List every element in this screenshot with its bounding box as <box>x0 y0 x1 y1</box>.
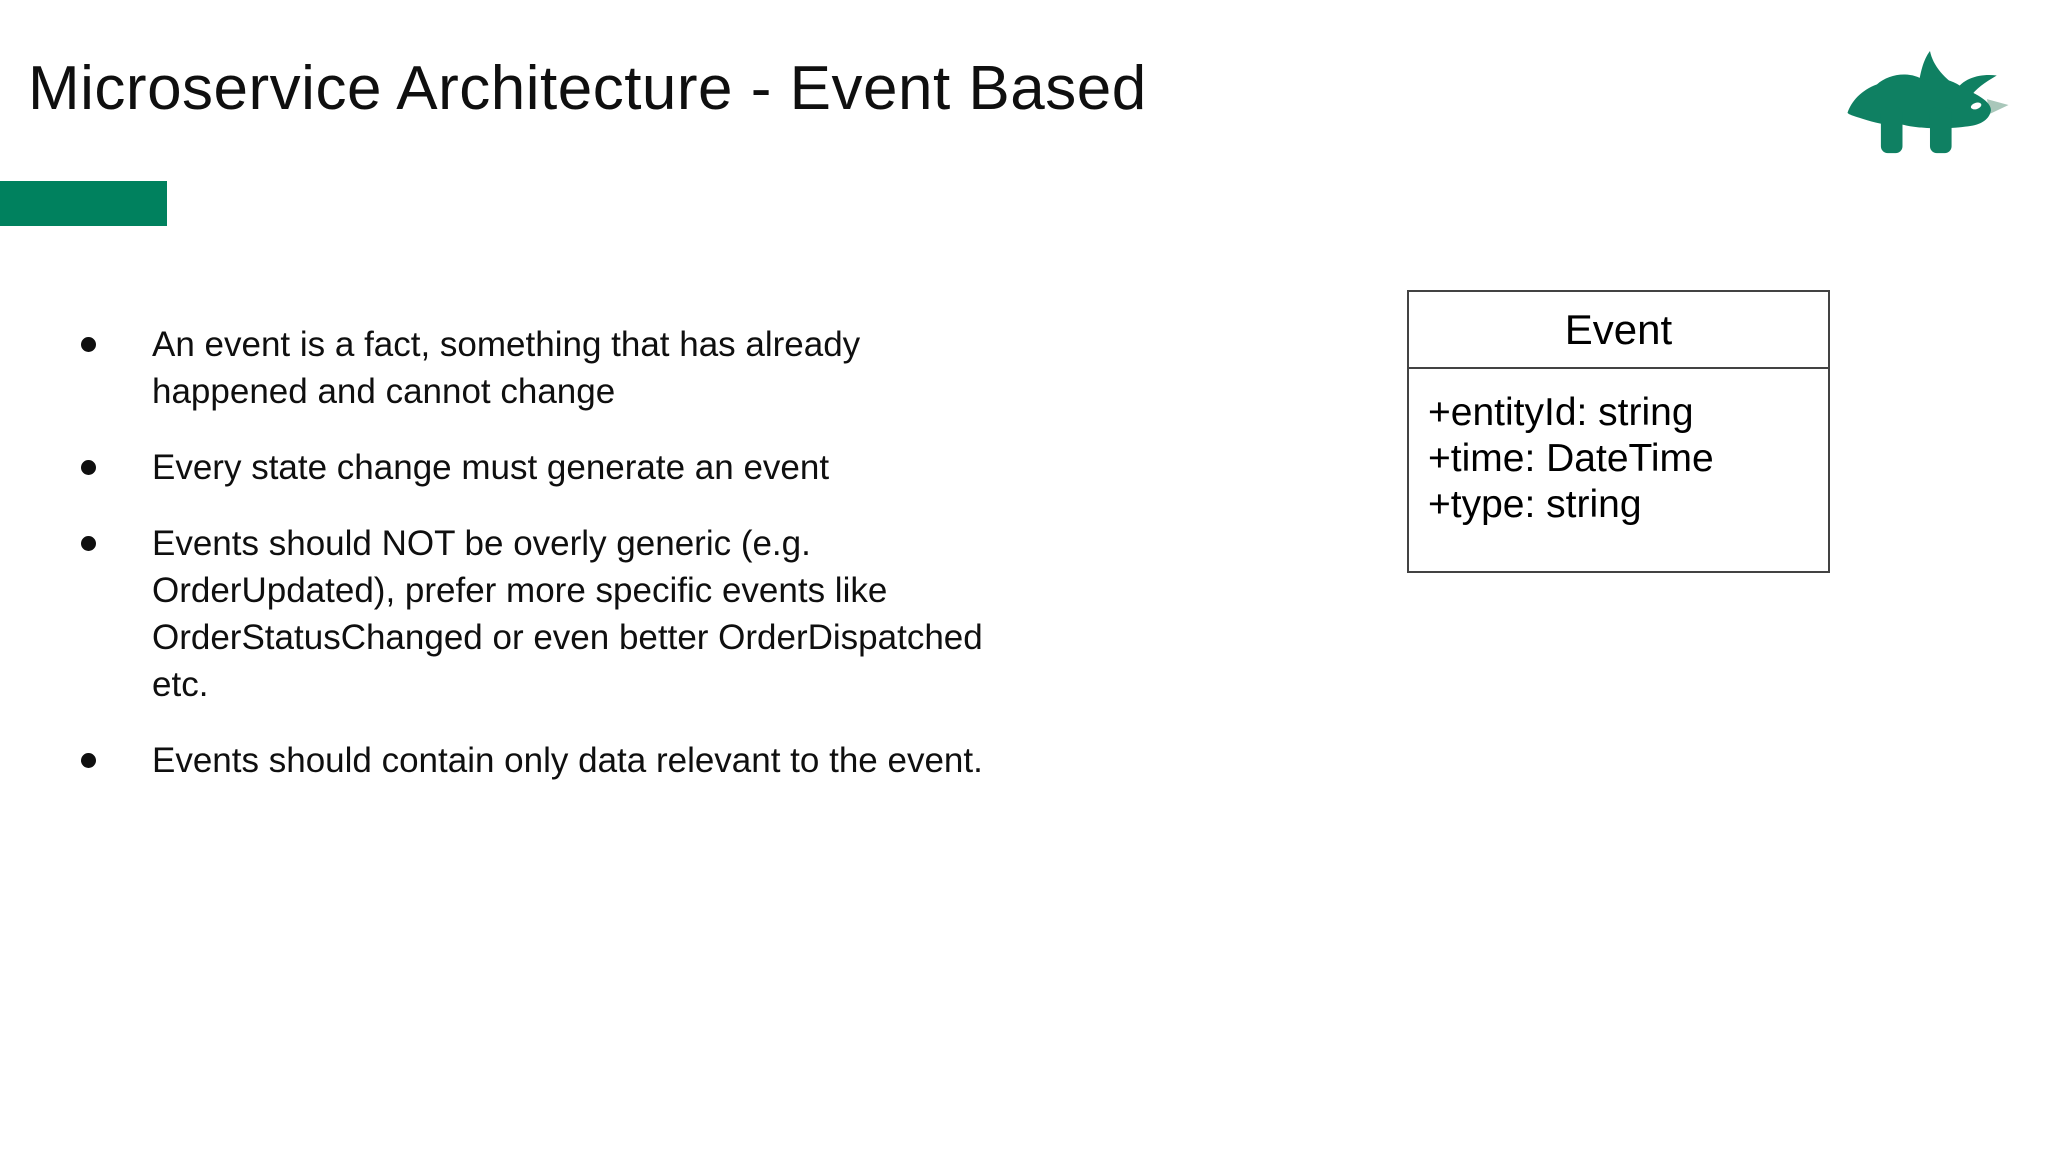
triceratops-logo-icon <box>1847 50 2009 154</box>
bullet-list: An event is a fact, something that has a… <box>81 321 1012 813</box>
bullet-item: Events should NOT be overly generic (e.g… <box>81 520 1012 708</box>
bullet-dot-icon <box>81 536 96 551</box>
bullet-dot-icon <box>81 337 96 352</box>
uml-attribute: +type: string <box>1428 483 1642 526</box>
bullet-text: Events should NOT be overly generic (e.g… <box>152 524 983 704</box>
bullet-text: Every state change must generate an even… <box>152 448 830 487</box>
uml-attribute: +entityId: string <box>1428 391 1694 434</box>
uml-class-attributes: +entityId: string +time: DateTime +type:… <box>1409 369 1828 528</box>
dino-nose-horn <box>1986 99 2009 114</box>
uml-class-box: Event +entityId: string +time: DateTime … <box>1407 290 1830 573</box>
slide-title: Microservice Architecture - Event Based <box>28 54 1147 123</box>
dino-hind-leg <box>1880 106 1903 154</box>
bullet-text: An event is a fact, something that has a… <box>152 325 861 411</box>
uml-class-name: Event <box>1409 292 1828 369</box>
bullet-dot-icon <box>81 753 96 768</box>
bullet-item: Every state change must generate an even… <box>81 444 1012 491</box>
bullet-text: Events should contain only data relevant… <box>152 741 983 780</box>
title-accent-bar <box>0 181 167 226</box>
bullet-dot-icon <box>81 460 96 475</box>
bullet-item: Events should contain only data relevant… <box>81 737 1012 784</box>
uml-attribute: +time: DateTime <box>1428 437 1714 480</box>
dino-eye <box>1970 102 1982 110</box>
bullet-item: An event is a fact, something that has a… <box>81 321 1012 415</box>
dino-front-leg <box>1929 106 1952 154</box>
